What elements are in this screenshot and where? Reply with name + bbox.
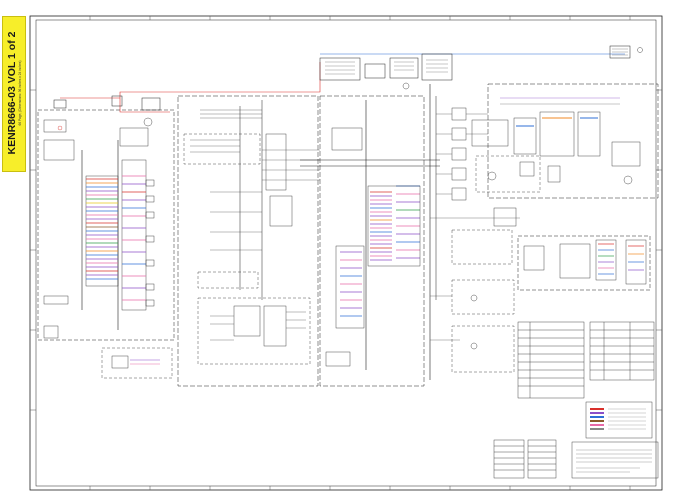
document-subtitle: 66 Page, (Dimensions: 36 inches x 24 inc…: [18, 60, 22, 126]
left-bottom-component: [101, 347, 173, 379]
center-left-section: [177, 95, 319, 387]
center-colored-wire-bundle: [340, 185, 420, 317]
sheet-tick-marks: [30, 16, 662, 490]
center-left-wires: [190, 109, 320, 341]
left-connector-pins: [145, 179, 155, 307]
top-right-component: [609, 45, 643, 59]
wire-color-legend: [585, 401, 653, 439]
document-title-tab: [2, 16, 26, 172]
sheet-inner-border: [35, 19, 657, 487]
right-colored-markers: [500, 97, 620, 127]
top-red-wire: [60, 62, 321, 113]
right-feeder-wires: [430, 113, 520, 341]
center-connector-frame: [367, 185, 421, 267]
component-location-table: [589, 321, 655, 381]
sheet-border: [29, 15, 663, 491]
notes-block: [571, 441, 659, 479]
left-colored-wire-bundle: [86, 175, 146, 301]
right-lower-colored-wires: [598, 243, 644, 275]
document-title: KENR8666-03 VOL 1 of 2: [6, 31, 18, 155]
top-connector-group: [319, 53, 453, 90]
harness-reference-table: [517, 321, 585, 399]
right-harness-section: [429, 83, 659, 380]
right-lower-subsystems: [451, 207, 651, 373]
bottom-symbol-tables: [493, 439, 557, 479]
center-section: [300, 95, 440, 387]
